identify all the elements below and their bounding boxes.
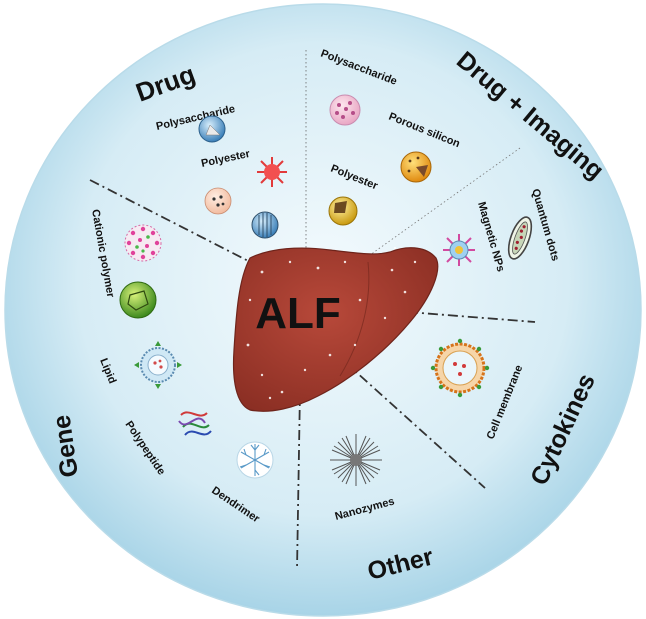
- quantum-dots-icon: [507, 216, 533, 260]
- divider-drug-gene: [89, 179, 263, 269]
- divider-drugimaging-inner: [369, 147, 521, 256]
- center-label: ALF: [255, 289, 341, 338]
- nanozymes-urchin-icon: [330, 434, 382, 486]
- porous-silicon-icon: [400, 151, 432, 183]
- polysaccharide-particle-icon: [198, 115, 226, 143]
- cationic-polymer-icon: [124, 224, 162, 262]
- polysaccharide-floral-icon: [329, 94, 361, 126]
- magnetic-nps-icon: [443, 234, 475, 266]
- liver-illustration: ALF: [232, 246, 439, 412]
- lipid-vesicle-icon: [134, 341, 182, 389]
- cell-membrane-icon: [430, 338, 490, 398]
- polyester-sphere-icon: [204, 187, 232, 215]
- green-nanoparticle-icon: [119, 281, 157, 319]
- dendrimer-icon: [236, 441, 274, 479]
- polypeptide-coil-icon: [178, 411, 212, 436]
- striped-particle-icon: [251, 211, 279, 239]
- sector-dividers: [89, 50, 536, 571]
- divider-drugimaging-cytokines: [407, 311, 536, 323]
- polyester-gold-icon: [328, 196, 358, 226]
- divider-cytokines-other: [344, 361, 486, 489]
- sun-particle-icon: [257, 157, 287, 187]
